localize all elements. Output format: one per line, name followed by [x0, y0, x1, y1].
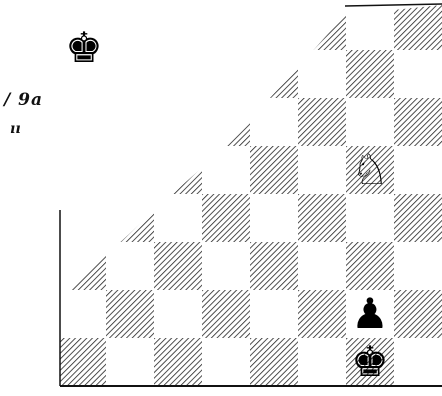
square-d7 [202, 50, 250, 98]
square-b5 [106, 146, 154, 194]
square-c7 [154, 50, 202, 98]
square-g4 [346, 194, 394, 242]
black-king-icon: ♚ [351, 337, 389, 386]
square-f6 [298, 98, 346, 146]
square-h5 [394, 146, 442, 194]
square-h4 [394, 194, 442, 242]
square-f3 [298, 242, 346, 290]
black-king-icon: ♚ [65, 23, 103, 72]
square-d2 [202, 290, 250, 338]
square-a2 [58, 290, 106, 338]
annotation-line-2: ıı [10, 122, 21, 136]
square-d8 [202, 2, 250, 50]
square-d3 [202, 242, 250, 290]
square-e7 [250, 50, 298, 98]
square-e2 [250, 290, 298, 338]
square-g3 [346, 242, 394, 290]
square-g6 [346, 98, 394, 146]
square-d1 [202, 338, 250, 386]
square-c1 [154, 338, 202, 386]
square-b8 [106, 2, 154, 50]
annotation-line-1: / 9a [4, 92, 43, 109]
white-knight-icon: ♘ [351, 145, 389, 194]
square-a5 [58, 146, 106, 194]
square-c6 [154, 98, 202, 146]
square-c5 [154, 146, 202, 194]
square-a4 [58, 194, 106, 242]
square-f1 [298, 338, 346, 386]
square-b7 [106, 50, 154, 98]
black-pawn-icon: ♟ [351, 289, 389, 338]
square-c2 [154, 290, 202, 338]
square-h8 [394, 2, 442, 50]
square-e1 [250, 338, 298, 386]
square-e6 [250, 98, 298, 146]
square-e3 [250, 242, 298, 290]
square-h3 [394, 242, 442, 290]
square-b4 [106, 194, 154, 242]
square-b1 [106, 338, 154, 386]
square-h7 [394, 50, 442, 98]
square-h2 [394, 290, 442, 338]
square-d5 [202, 146, 250, 194]
square-c8 [154, 2, 202, 50]
square-c4 [154, 194, 202, 242]
square-d6 [202, 98, 250, 146]
square-g8 [346, 2, 394, 50]
square-f5 [298, 146, 346, 194]
board-top-edge [345, 4, 442, 6]
square-h1 [394, 338, 442, 386]
square-c3 [154, 242, 202, 290]
square-f4 [298, 194, 346, 242]
square-a3 [58, 242, 106, 290]
square-f2 [298, 290, 346, 338]
square-e5 [250, 146, 298, 194]
square-a1 [58, 338, 106, 386]
square-f8 [298, 2, 346, 50]
square-d4 [202, 194, 250, 242]
square-e8 [250, 2, 298, 50]
square-f7 [298, 50, 346, 98]
square-e4 [250, 194, 298, 242]
square-h6 [394, 98, 442, 146]
square-g7 [346, 50, 394, 98]
square-b3 [106, 242, 154, 290]
square-a6 [58, 98, 106, 146]
square-b6 [106, 98, 154, 146]
square-b2 [106, 290, 154, 338]
